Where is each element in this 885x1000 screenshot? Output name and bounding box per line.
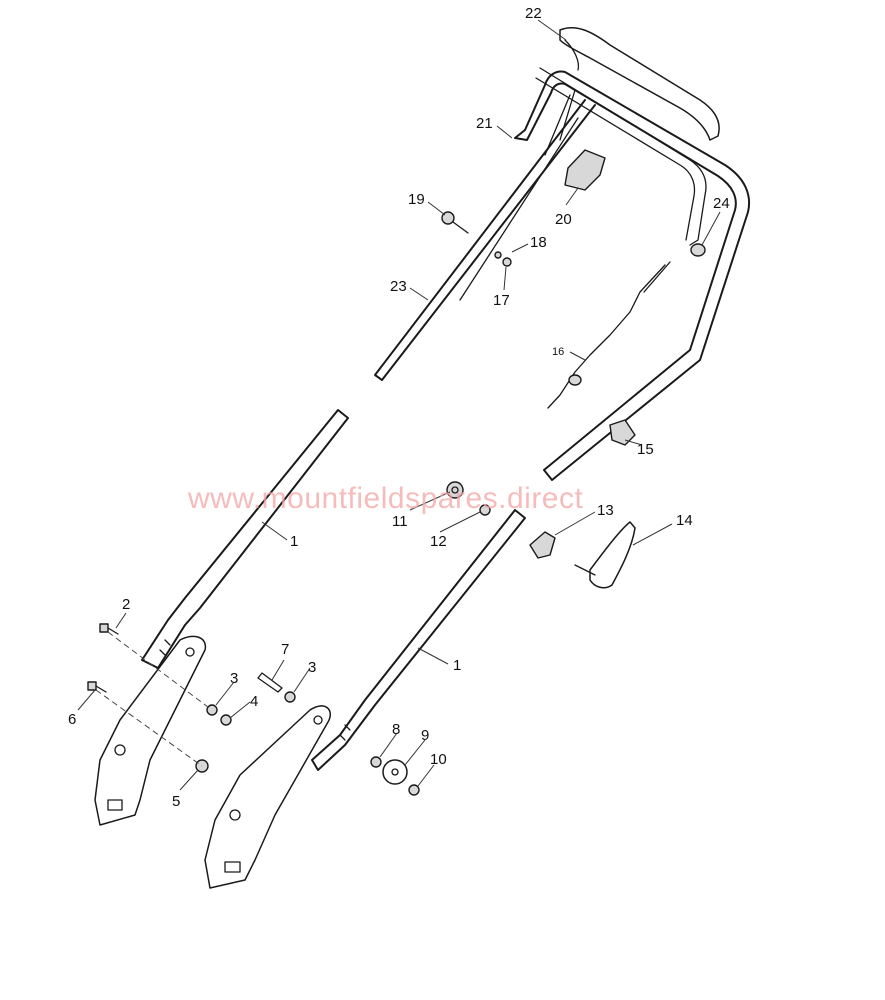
callout-18: 18 (530, 234, 547, 251)
callout-14: 14 (676, 512, 693, 529)
part-8-nut (370, 756, 382, 768)
callout-13: 13 (597, 502, 614, 519)
callout-9: 9 (421, 727, 429, 744)
part-10-nut (408, 784, 420, 796)
callout-19: 19 (408, 191, 425, 208)
callout-5: 5 (172, 793, 180, 810)
part-7-bolt (257, 672, 283, 693)
callout-10: 10 (430, 751, 447, 768)
callout-3-left: 3 (230, 670, 238, 687)
part-15-clip (609, 419, 636, 446)
callout-2: 2 (122, 596, 130, 613)
callout-15: 15 (637, 441, 654, 458)
left-mounting-bracket (94, 635, 207, 826)
part-22-handle-grip (559, 26, 720, 141)
right-mounting-bracket (204, 705, 331, 889)
callout-6: 6 (68, 711, 76, 728)
part-11-nut (446, 481, 464, 499)
callout-23: 23 (390, 278, 407, 295)
part-23-left-upper-tube (374, 94, 596, 381)
callout-20: 20 (555, 211, 572, 228)
part-21-upper-handle (514, 67, 750, 481)
callout-16: 16 (552, 346, 564, 358)
part-1-left-lower-tube (141, 409, 349, 669)
watermark-text: www.mountfieldspares.direct (187, 482, 583, 515)
part-6-bolt (87, 681, 107, 693)
callout-4: 4 (250, 693, 258, 710)
part-17-18-nut-washer (494, 251, 512, 267)
callout-1-upper: 1 (290, 533, 298, 550)
part-13-block (529, 531, 556, 559)
callout-22: 22 (525, 5, 542, 22)
callout-7: 7 (281, 641, 289, 658)
callout-11: 11 (392, 513, 408, 530)
part-2-bolt (99, 623, 119, 635)
part-20-bracket (564, 149, 606, 191)
callout-3-right: 3 (308, 659, 316, 676)
callout-8: 8 (392, 721, 400, 738)
part-9-plate (382, 759, 408, 785)
callout-12: 12 (430, 533, 447, 550)
callout-1-lower: 1 (453, 657, 461, 674)
callout-21: 21 (476, 115, 493, 132)
part-16-cable (547, 261, 671, 409)
part-3-nut-right (284, 691, 296, 703)
part-4-washer (220, 714, 232, 726)
part-19-bolt (441, 211, 469, 234)
callout-17: 17 (493, 292, 510, 309)
part-14-lever (574, 521, 636, 589)
part-12-washer (479, 504, 491, 516)
part-3-nut-left (206, 704, 218, 716)
callout-24: 24 (713, 195, 730, 212)
part-1-right-lower-tube (311, 509, 526, 771)
part-24-knob (690, 243, 706, 257)
